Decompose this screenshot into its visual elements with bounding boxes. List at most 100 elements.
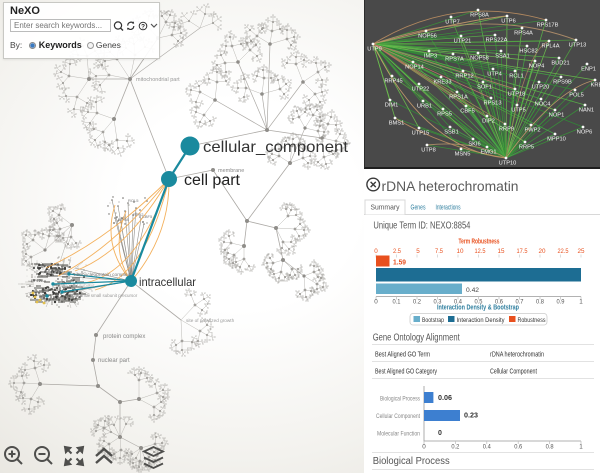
svg-text:Unique Term ID: NEXO:8854: Unique Term ID: NEXO:8854 — [373, 221, 470, 232]
svg-text:UTP7: UTP7 — [445, 20, 460, 26]
svg-text:RRP5: RRP5 — [519, 145, 534, 151]
svg-text:Cellular Component: Cellular Component — [490, 369, 537, 376]
svg-text:DIP2: DIP2 — [482, 119, 495, 125]
svg-text:Robustness: Robustness — [518, 317, 547, 324]
svg-text:RPS8: RPS8 — [118, 217, 129, 222]
svg-text:NOP14: NOP14 — [405, 65, 424, 71]
svg-text:DIM1: DIM1 — [385, 103, 399, 109]
svg-text:UTP4: UTP4 — [487, 72, 502, 78]
svg-text:UTP18: UTP18 — [508, 92, 526, 98]
svg-text:BUD21: BUD21 — [551, 61, 569, 67]
svg-text:BMS1: BMS1 — [389, 121, 405, 127]
svg-text:0.42: 0.42 — [466, 287, 479, 294]
svg-text:1: 1 — [579, 444, 583, 451]
svg-text:UTP8: UTP8 — [421, 148, 436, 154]
svg-text:ribosomal subunit: ribosomal subunit — [57, 283, 95, 289]
svg-text:RPS9B: RPS9B — [553, 80, 572, 86]
svg-text:ENP1: ENP1 — [581, 67, 596, 73]
svg-text:UTP13: UTP13 — [569, 43, 587, 49]
svg-text:RRP9: RRP9 — [499, 127, 514, 133]
svg-text:IMP3: IMP3 — [424, 54, 437, 60]
svg-text:UTP5: UTP5 — [511, 108, 526, 114]
svg-text:0.4: 0.4 — [454, 299, 462, 306]
svg-text:Molecular Function: Molecular Function — [377, 431, 420, 438]
svg-text:CBF5: CBF5 — [142, 214, 153, 219]
svg-text:HSC82: HSC82 — [519, 49, 537, 55]
svg-text:?: ? — [141, 23, 145, 30]
svg-text:CBF5: CBF5 — [460, 109, 475, 115]
svg-text:1.59: 1.59 — [393, 260, 406, 267]
svg-text:0.7: 0.7 — [516, 299, 524, 306]
svg-text:RPS1A: RPS1A — [43, 270, 56, 275]
svg-text:ribonucleoprotein complex: ribonucleoprotein complex — [74, 272, 131, 278]
svg-text:0.06: 0.06 — [438, 395, 452, 402]
svg-text:7.5: 7.5 — [435, 248, 443, 255]
svg-text:RPS13: RPS13 — [483, 101, 501, 107]
svg-text:0.2: 0.2 — [413, 299, 421, 306]
svg-text:EMG1: EMG1 — [480, 150, 496, 156]
svg-text:0: 0 — [374, 248, 378, 255]
svg-text:site of polarized growth: site of polarized growth — [186, 318, 235, 323]
svg-text:cellular_component: cellular_component — [203, 139, 349, 156]
svg-text:0.3: 0.3 — [434, 299, 442, 306]
svg-text:Gene Ontology Alignment: Gene Ontology Alignment — [373, 333, 460, 344]
svg-text:NOP1: NOP1 — [549, 113, 565, 119]
svg-text:12.5: 12.5 — [475, 248, 486, 255]
svg-text:nuclear part: nuclear part — [98, 358, 130, 364]
svg-text:0.2: 0.2 — [451, 444, 459, 451]
svg-text:RPS8A: RPS8A — [470, 13, 489, 19]
svg-text:Genes: Genes — [411, 205, 426, 212]
svg-text:RPL4A: RPL4A — [541, 44, 559, 50]
svg-text:SSB1: SSB1 — [444, 130, 459, 136]
svg-text:URB1: URB1 — [417, 104, 432, 110]
svg-text:SKI6: SKI6 — [468, 142, 480, 148]
svg-text:NOC4: NOC4 — [535, 102, 551, 108]
svg-text:5: 5 — [416, 248, 420, 255]
svg-text:RPS5: RPS5 — [437, 112, 452, 118]
svg-text:Summary: Summary — [371, 203, 400, 212]
svg-text:1: 1 — [579, 299, 583, 306]
svg-text:POL5: POL5 — [569, 93, 584, 99]
svg-text:membrane: membrane — [218, 168, 244, 174]
svg-text:rDNA heterochromatin: rDNA heterochromatin — [382, 178, 519, 194]
svg-text:UTP6: UTP6 — [501, 19, 516, 25]
svg-text:UTP21: UTP21 — [454, 39, 472, 45]
svg-text:0.23: 0.23 — [464, 413, 478, 420]
svg-text:Bootstrap: Bootstrap — [422, 317, 444, 324]
svg-text:RPS4A: RPS4A — [514, 31, 533, 37]
svg-text:UTP15: UTP15 — [412, 131, 430, 137]
svg-text:ribosomal small subunit precur: ribosomal small subunit precursor — [70, 293, 138, 298]
svg-text:Biological Process: Biological Process — [373, 456, 450, 467]
svg-text:0.8: 0.8 — [536, 299, 544, 306]
svg-text:KRE: KRE — [591, 83, 600, 89]
svg-text:SOF1: SOF1 — [477, 85, 492, 91]
svg-text:15: 15 — [498, 248, 505, 255]
svg-text:0.6: 0.6 — [514, 444, 522, 451]
svg-text:0.5: 0.5 — [475, 299, 483, 306]
svg-text:10: 10 — [457, 248, 464, 255]
svg-text:0: 0 — [422, 444, 426, 451]
svg-text:RRP45: RRP45 — [384, 79, 402, 85]
svg-text:rDNA heterochromatin: rDNA heterochromatin — [490, 352, 544, 359]
svg-text:SSA1: SSA1 — [495, 54, 510, 60]
svg-text:protein complex: protein complex — [103, 334, 145, 340]
svg-text:0.1: 0.1 — [393, 299, 401, 306]
svg-text:Term Robustness: Term Robustness — [459, 239, 500, 246]
svg-text:0: 0 — [438, 430, 442, 437]
svg-text:intracellular: intracellular — [139, 275, 196, 289]
svg-text:2.5: 2.5 — [393, 248, 401, 255]
svg-text:UTP22: UTP22 — [412, 87, 430, 93]
svg-text:NOP58: NOP58 — [470, 56, 489, 62]
svg-text:UTP9: UTP9 — [367, 47, 382, 53]
svg-text:17.5: 17.5 — [517, 248, 528, 255]
svg-text:Interaction Density: Interaction Density — [457, 317, 506, 324]
svg-text:NOP56: NOP56 — [418, 34, 437, 40]
svg-text:RPL2A: RPL2A — [31, 278, 44, 283]
svg-text:NOP6: NOP6 — [577, 130, 593, 136]
svg-text:UTP20: UTP20 — [532, 85, 550, 91]
svg-text:RPS22A: RPS22A — [486, 38, 508, 44]
svg-text:ROL5: ROL5 — [128, 198, 139, 203]
svg-text:Best Aligned GO Category: Best Aligned GO Category — [375, 369, 437, 376]
svg-text:Best Aligned GO Term: Best Aligned GO Term — [375, 352, 430, 359]
svg-text:0.4: 0.4 — [483, 444, 491, 451]
